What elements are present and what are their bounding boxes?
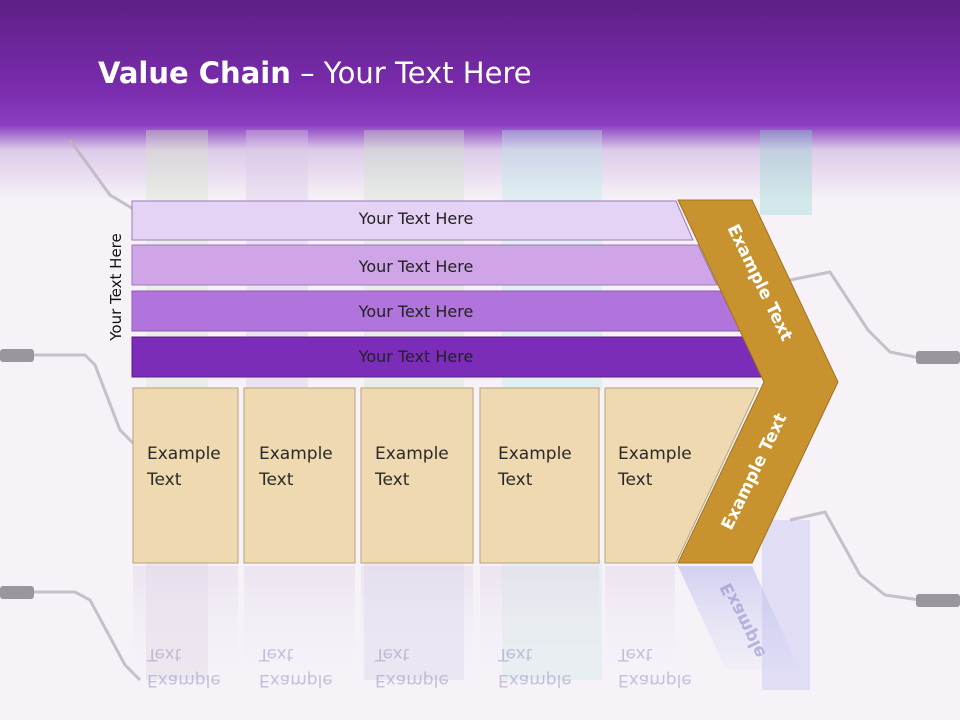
box-1-line-1: Example <box>147 444 221 464</box>
title-bold-part: Value Chain <box>98 56 291 90</box>
activity-box-3 <box>360 387 474 564</box>
box-4-line-2: Text <box>497 470 533 490</box>
activity-box-1 <box>132 387 239 564</box>
roller-grip-bottom-right <box>916 594 960 607</box>
bar-2-label: Your Text Here <box>358 257 474 276</box>
reflection-box-5 <box>605 566 675 686</box>
reflection-box-2 <box>244 566 355 686</box>
roller-handle-mid-right <box>789 270 921 360</box>
roller-handle-top-left <box>68 139 136 212</box>
box-1-line-2: Text <box>146 470 182 490</box>
bar-4-label: Your Text Here <box>358 347 474 366</box>
roller-grip-mid-right <box>916 351 960 364</box>
margin-chevron <box>677 199 839 564</box>
roller-grip-mid-left <box>0 349 34 362</box>
header-banner <box>0 0 960 200</box>
reflection-chevron <box>678 566 800 670</box>
box-2-line-1: Example <box>259 444 333 464</box>
reflection-box-3 <box>361 566 473 686</box>
box-3-line-2: Text <box>374 470 410 490</box>
page-title: Value Chain – Your Text Here <box>98 55 532 91</box>
title-rest-part: – Your Text Here <box>290 56 532 90</box>
roller-handle-bottom-left <box>30 590 142 682</box>
activity-box-5 <box>604 387 759 564</box>
reflection-box-2-line-2: Text <box>258 644 294 664</box>
reflection-box-4-line-2: Text <box>497 644 533 664</box>
roller-handle-mid-left <box>30 353 137 447</box>
roller-teal <box>760 130 812 215</box>
reflection-box-2-line-1: Example <box>259 670 333 690</box>
reflection-box-4 <box>480 566 599 686</box>
box-5-line-1: Example <box>618 444 692 464</box>
roller-grip-bottom-left <box>0 586 34 599</box>
diagram-reflection <box>133 566 800 686</box>
reflection-box-1 <box>133 566 238 686</box>
reflection-box-3-line-2: Text <box>374 644 410 664</box>
box-3-line-1: Example <box>375 444 449 464</box>
roller-handle-bottom-right <box>789 510 921 602</box>
activity-box-2 <box>243 387 356 564</box>
bar-1-label: Your Text Here <box>358 209 474 228</box>
bar-1 <box>131 200 694 241</box>
reflection-box-1-line-1: Example <box>147 670 221 690</box>
reflection-box-5-line-1: Example <box>618 670 692 690</box>
box-5-line-2: Text <box>617 470 653 490</box>
activity-box-4 <box>479 387 600 564</box>
box-2-line-2: Text <box>258 470 294 490</box>
box-4-line-1: Example <box>498 444 572 464</box>
reflection-box-5-line-2: Text <box>617 644 653 664</box>
bar-3-label: Your Text Here <box>358 302 474 321</box>
bar-2 <box>131 244 718 286</box>
reflection-box-3-line-1: Example <box>375 670 449 690</box>
reflection-box-1-line-2: Text <box>146 644 182 664</box>
reflection-box-4-line-1: Example <box>498 670 572 690</box>
